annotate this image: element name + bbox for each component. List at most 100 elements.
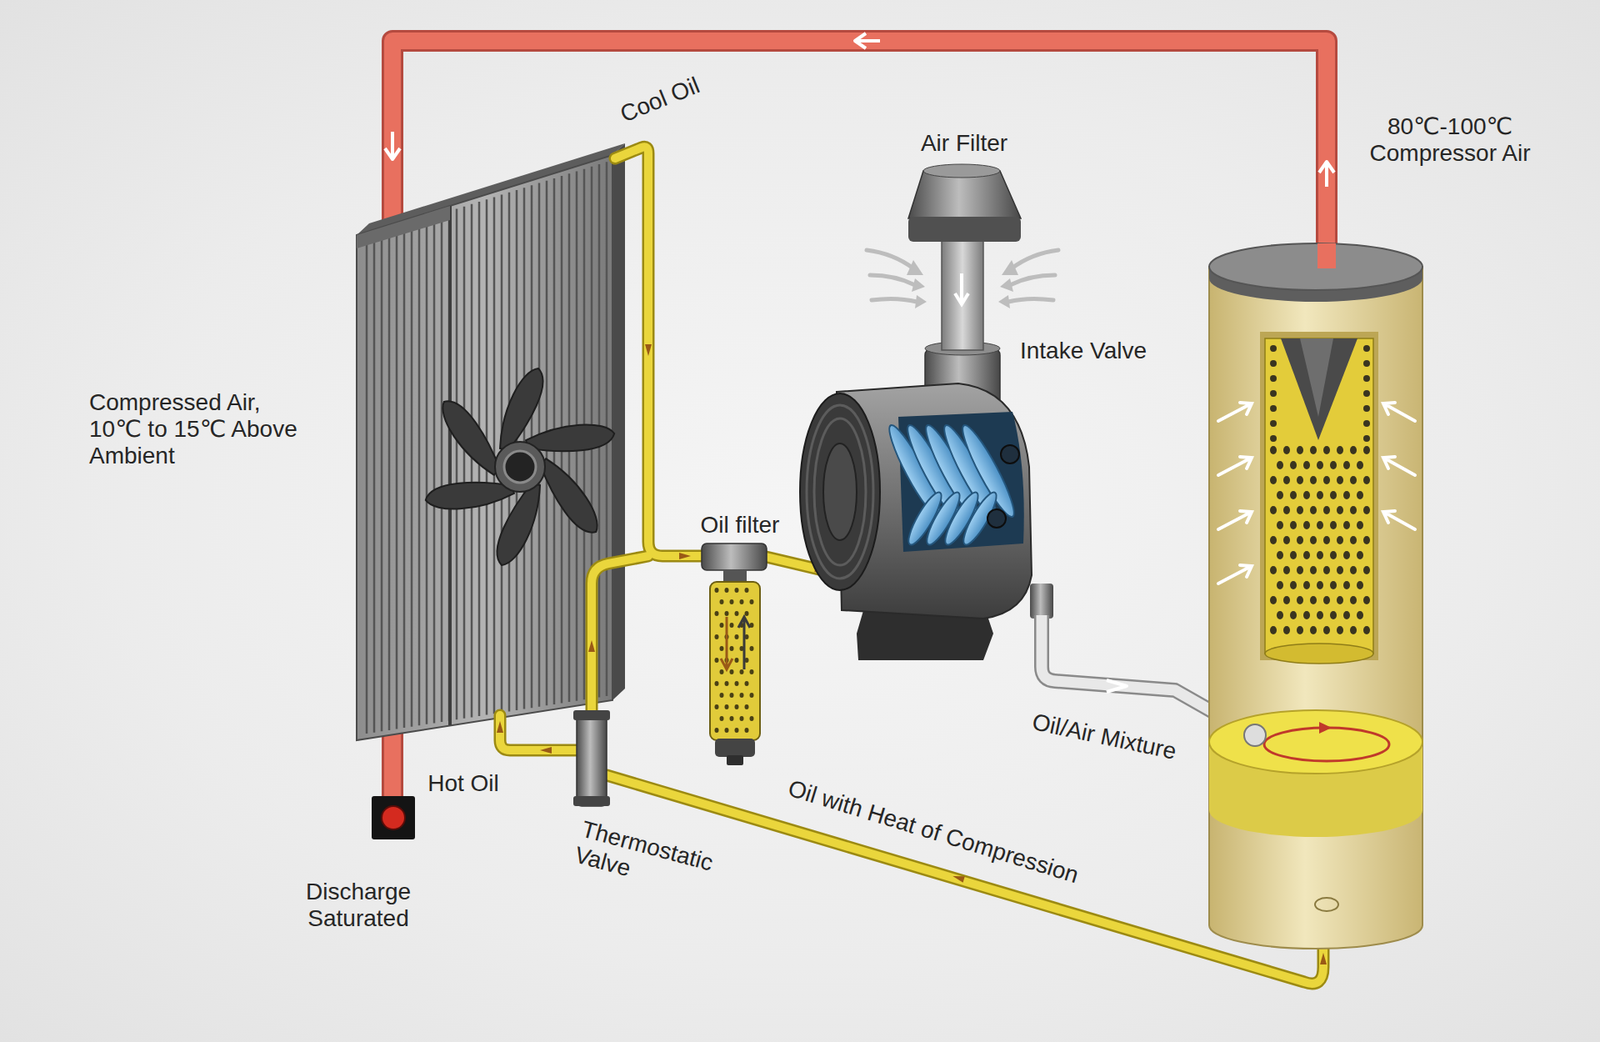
part-label: 80℃-100℃ Compressor Air [1345,112,1555,168]
separator-tank [1270,565,1277,575]
oil-filter [720,715,725,721]
separator-tank [1316,460,1324,470]
oil-pipe [500,715,579,750]
discharge-port [371,795,415,840]
separator-tank [1350,565,1357,575]
separator-tank [1343,490,1350,500]
separator-tank [1290,490,1297,500]
oil-filter [720,645,725,651]
separator-tank [1276,550,1284,560]
oil-filter [715,634,720,640]
separator-tank [1265,338,1374,654]
air-pipe [1319,161,1335,187]
air-filter [870,275,915,285]
air-filter [923,164,1000,178]
separator-tank [1265,643,1374,664]
oil-pipe [591,555,649,717]
oil-filter [730,692,735,698]
separator-tank [1330,490,1337,500]
separator-tank [1290,550,1297,560]
separator-tank [1336,565,1344,575]
discharge-port [381,805,405,830]
oil-filter [735,657,740,663]
separator-tank [1218,565,1252,584]
oil-filter [750,645,755,651]
separator-tank [1270,360,1277,367]
separator-tank [1270,345,1277,352]
separator-tank [1350,535,1357,545]
oil-cooler [470,204,474,718]
oil-filter [720,616,733,670]
part-label: Oil with Heat of Compression [781,772,1085,890]
separator-tank [1218,510,1252,530]
separator-tank [1290,520,1297,530]
oil-filter [730,599,735,605]
oil-cooler [356,143,625,740]
separator-tank [1363,565,1370,575]
separator-tank [1323,535,1330,545]
separator-tank [1363,390,1370,397]
oil-cooler [455,208,459,720]
air-filter [908,216,1021,242]
oil-filter [735,634,740,640]
separator-tank [1363,595,1370,605]
separator-tank [1283,475,1290,485]
air-filter [1000,278,1014,292]
separator-tank [1363,375,1370,382]
separator-tank [1303,610,1310,620]
separator-tank [1323,625,1330,635]
oil-filter [725,587,730,593]
separator-tank [1244,724,1266,746]
separator-tank [1296,475,1304,485]
air-filter [915,295,927,309]
mixture-pipe [1106,680,1127,692]
separator-tank [1363,445,1370,455]
separator-tank [1209,243,1423,290]
separator-tank [1350,625,1357,635]
oil-cooler [380,232,384,732]
oil-filter [725,680,730,686]
separator-tank [1323,475,1330,485]
part-label: Cool Oil [613,70,708,130]
separator-tank [1296,535,1304,545]
oil-filter [745,680,750,686]
oil-pipe [615,146,709,556]
oil-filter [715,680,720,686]
oil-filter [735,680,740,686]
oil-filter [715,704,720,710]
flow-arrow [645,344,652,356]
oil-pipe [500,715,579,750]
flow-arrow [540,746,552,754]
separator-tank [1303,490,1310,500]
oil-filter [730,622,735,628]
oil-filter [740,715,745,721]
separator-tank [1310,595,1317,605]
separator-tank [1323,445,1330,455]
separator-tank [1276,460,1284,470]
separator-tank [1270,595,1277,605]
oil-cooler [423,368,617,565]
oil-filter [730,645,735,651]
screw-compressor [1030,583,1054,619]
screw-compressor [823,443,857,540]
separator-tank [1323,565,1330,575]
separator-tank [1350,475,1357,485]
separator-tank [1330,520,1337,530]
oil-cooler [410,222,414,726]
discharge-port [371,795,415,840]
separator-tank [1283,595,1290,605]
separator-tank [1356,490,1364,500]
oil-cooler [356,205,450,249]
separator-tank [1316,550,1324,560]
oil-filter [750,669,755,675]
part-label: Air Filter [917,129,1011,158]
separator-tank [1303,580,1310,590]
separator-tank [1283,445,1290,455]
separator-tank [1343,520,1350,530]
thermostatic-valve [573,710,610,806]
oil-filter [735,704,740,710]
flow-arrow [679,552,691,560]
oil-filter [715,657,720,663]
separator-tank [1296,565,1304,575]
